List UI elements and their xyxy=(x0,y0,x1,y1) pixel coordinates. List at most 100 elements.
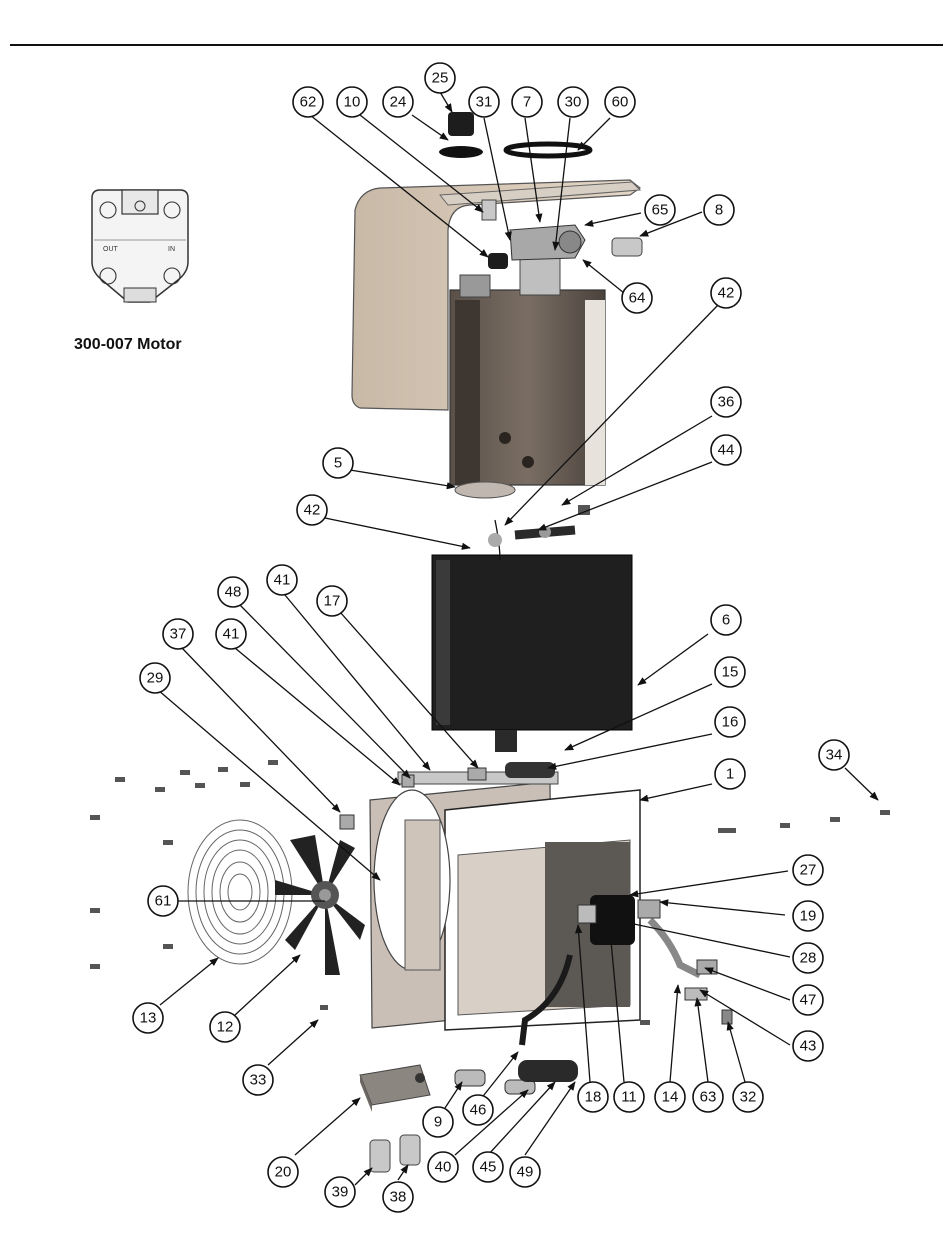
callout-number: 8 xyxy=(715,202,723,219)
callout-number: 38 xyxy=(390,1189,407,1206)
callout-number: 48 xyxy=(225,584,242,601)
part-callout: 27 xyxy=(793,855,823,885)
part-callout: 41 xyxy=(216,619,246,649)
callout-number: 16 xyxy=(722,714,739,731)
callout-number: 27 xyxy=(800,862,817,879)
callout-number: 44 xyxy=(718,442,735,459)
callout-number: 40 xyxy=(435,1159,452,1176)
part-callout: 18 xyxy=(578,1082,608,1112)
callout-number: 64 xyxy=(629,290,646,307)
base-frame xyxy=(370,762,700,1045)
callout-number: 47 xyxy=(800,992,817,1009)
callout-number: 30 xyxy=(565,94,582,111)
part-callout: 24 xyxy=(383,87,413,117)
callout-number: 5 xyxy=(334,455,342,472)
part-callout: 38 xyxy=(383,1182,413,1212)
callout-number: 41 xyxy=(274,572,291,589)
part-callout: 40 xyxy=(428,1152,458,1182)
callout-number: 15 xyxy=(722,664,739,681)
part-callout: 8 xyxy=(704,195,734,225)
callout-number: 7 xyxy=(523,94,531,111)
part-callout: 11 xyxy=(614,1082,644,1112)
part-callout: 45 xyxy=(473,1152,503,1182)
callout-number: 12 xyxy=(217,1019,234,1036)
part-callout: 30 xyxy=(558,87,588,117)
callout-number: 9 xyxy=(434,1114,442,1131)
cover-assembly xyxy=(352,112,642,498)
callout-number: 18 xyxy=(585,1089,602,1106)
part-callout: 15 xyxy=(715,657,745,687)
part-callout: 9 xyxy=(423,1107,453,1137)
part-callout: 48 xyxy=(218,577,248,607)
part-callout: 16 xyxy=(715,707,745,737)
callout-number: 65 xyxy=(652,202,669,219)
callout-number: 28 xyxy=(800,950,817,967)
part-callout: 10 xyxy=(337,87,367,117)
part-callout: 43 xyxy=(793,1031,823,1061)
callout-number: 32 xyxy=(740,1089,757,1106)
part-callout: 64 xyxy=(622,283,652,313)
part-callout: 42 xyxy=(297,495,327,525)
motor-in-label: IN xyxy=(168,246,175,253)
callout-number: 62 xyxy=(300,94,317,111)
callout-number: 60 xyxy=(612,94,629,111)
callout-number: 34 xyxy=(826,747,843,764)
callout-number: 46 xyxy=(470,1102,487,1119)
motor-label: 300-007 Motor xyxy=(74,336,182,353)
callout-number: 49 xyxy=(517,1164,534,1181)
part-callout: 20 xyxy=(268,1157,298,1187)
part-callout: 47 xyxy=(793,985,823,1015)
part-callout: 12 xyxy=(210,1012,240,1042)
part-callout: 36 xyxy=(711,387,741,417)
callout-number: 36 xyxy=(718,394,735,411)
part-callout: 63 xyxy=(693,1082,723,1112)
part-callout: 17 xyxy=(317,586,347,616)
part-callout: 62 xyxy=(293,87,323,117)
callout-number: 31 xyxy=(476,94,493,111)
callout-number: 41 xyxy=(223,626,240,643)
part-callout: 31 xyxy=(469,87,499,117)
part-callout: 65 xyxy=(645,195,675,225)
part-callout: 29 xyxy=(140,663,170,693)
callout-number: 14 xyxy=(662,1089,679,1106)
callout-number: 63 xyxy=(700,1089,717,1106)
part-callout: 33 xyxy=(243,1065,273,1095)
part-callout: 37 xyxy=(163,619,193,649)
part-callout: 7 xyxy=(512,87,542,117)
callout-number: 45 xyxy=(480,1159,497,1176)
part-callout: 49 xyxy=(510,1157,540,1187)
callout-number: 19 xyxy=(800,908,817,925)
motor-thumbnail: OUT IN xyxy=(92,190,188,302)
callout-number: 43 xyxy=(800,1038,817,1055)
callout-number: 25 xyxy=(432,70,449,87)
callout-number: 37 xyxy=(170,626,187,643)
part-callout: 41 xyxy=(267,565,297,595)
part-callout: 13 xyxy=(133,1003,163,1033)
part-callout: 34 xyxy=(819,740,849,770)
callout-number: 10 xyxy=(344,94,361,111)
part-callout: 39 xyxy=(325,1177,355,1207)
part-callout: 60 xyxy=(605,87,635,117)
part-callout: 46 xyxy=(463,1095,493,1125)
callout-number: 11 xyxy=(621,1089,637,1106)
callout-number: 17 xyxy=(324,593,341,610)
part-callout: 44 xyxy=(711,435,741,465)
callout-number: 13 xyxy=(140,1010,157,1027)
part-callout: 5 xyxy=(323,448,353,478)
callout-number: 42 xyxy=(718,285,735,302)
callout-number: 42 xyxy=(304,502,321,519)
callout-number: 39 xyxy=(332,1184,349,1201)
part-callout: 42 xyxy=(711,278,741,308)
part-callout: 6 xyxy=(711,605,741,635)
part-callout: 32 xyxy=(733,1082,763,1112)
callout-number: 24 xyxy=(390,94,407,111)
motor-out-label: OUT xyxy=(103,246,119,253)
part-callout: 25 xyxy=(425,63,455,93)
part-callout: 61 xyxy=(148,886,178,916)
callout-number: 61 xyxy=(155,893,172,910)
callout-number: 6 xyxy=(722,612,730,629)
part-callout: 1 xyxy=(715,759,745,789)
heat-exchanger xyxy=(432,520,632,752)
part-callout: 14 xyxy=(655,1082,685,1112)
